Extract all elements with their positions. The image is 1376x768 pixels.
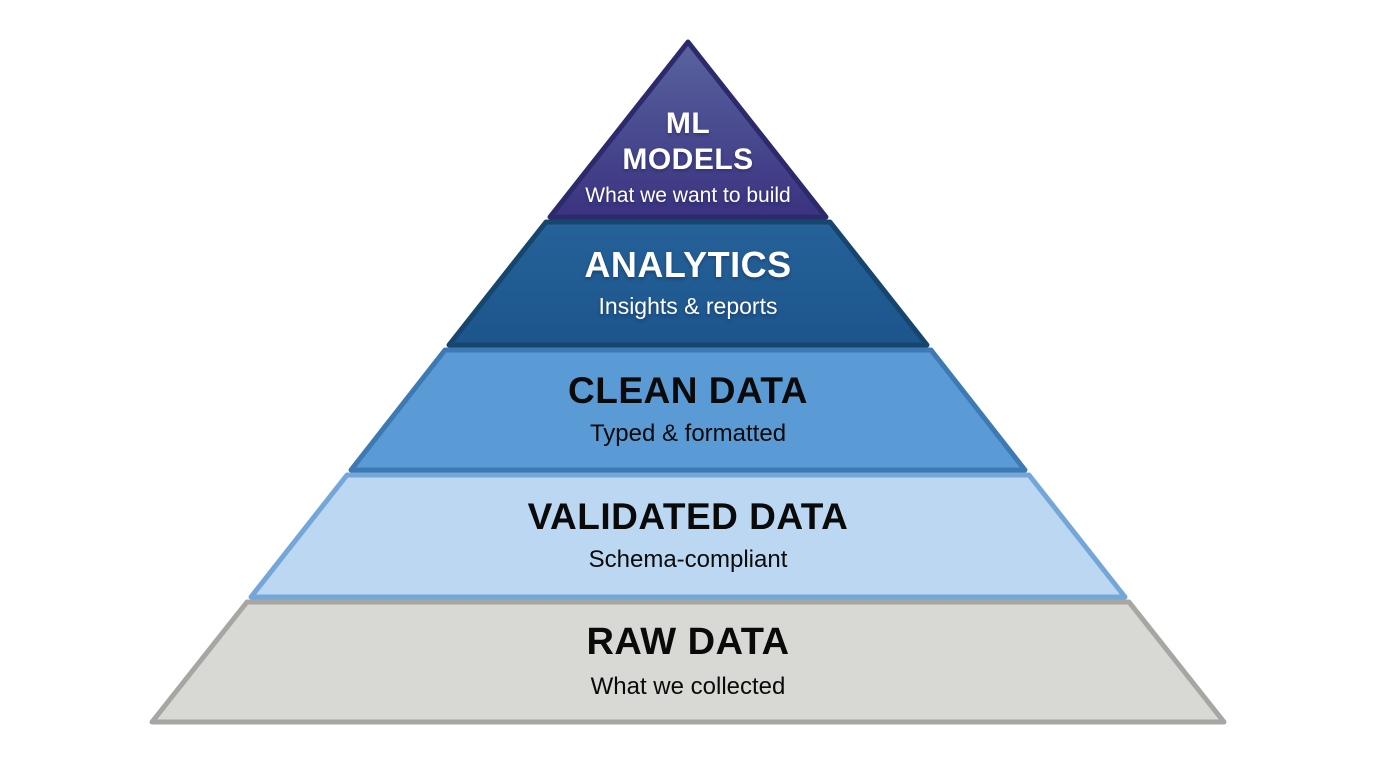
layer-raw-data-shape xyxy=(149,599,1227,725)
layer-clean-data-shape xyxy=(348,347,1028,473)
layer-analytics-shape xyxy=(446,219,930,348)
layer-validated-data-shape xyxy=(248,472,1128,600)
layer-ml-models-shape xyxy=(547,39,829,220)
